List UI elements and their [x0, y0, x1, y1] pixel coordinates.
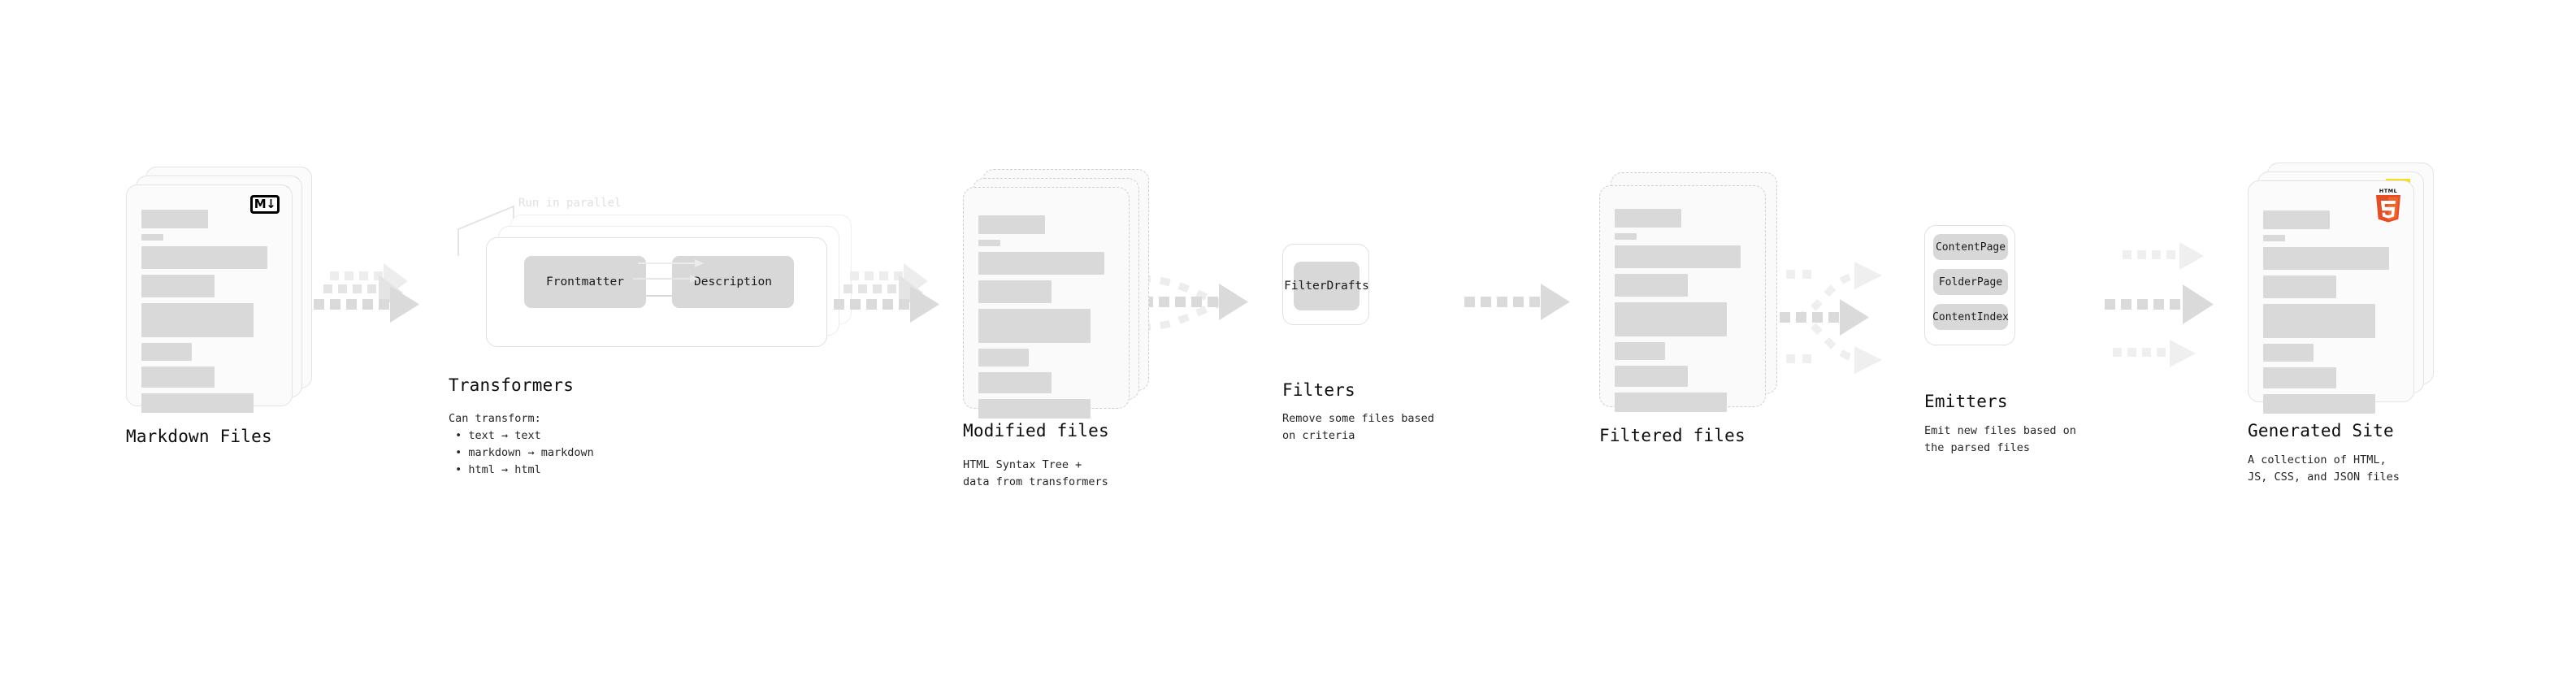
markdown-icon: M↓	[250, 195, 280, 214]
doc-bar	[978, 252, 1104, 275]
doc-bar	[978, 240, 1000, 246]
page-title: Transformers	[449, 375, 575, 395]
document-card-front: HTML	[2248, 180, 2414, 414]
stage-markdown-files: M↓ M↓ M↓	[126, 167, 313, 413]
stage-modified-files	[963, 169, 1150, 419]
doc-bar	[2263, 247, 2389, 270]
modified-file-stack	[963, 169, 1150, 419]
doc-bar	[1615, 342, 1665, 360]
doc-bar	[2263, 394, 2375, 414]
document-card-front	[963, 187, 1130, 419]
stage-subtitle: A collection of HTML, JS, CSS, and JSON …	[2248, 453, 2400, 484]
flow-arrow-2	[834, 263, 939, 323]
document-card-front: M↓	[126, 184, 293, 413]
doc-bar	[2263, 210, 2330, 229]
transformer-inner-arrows	[627, 259, 704, 300]
stage-subtitle: Remove some files based on criteria	[1282, 412, 1434, 442]
markdown-file-stack: M↓ M↓ M↓	[126, 167, 313, 413]
doc-bar	[2263, 367, 2336, 388]
doc-bar	[2263, 304, 2375, 338]
stage-filtered-files	[1599, 172, 1786, 416]
doc-bar	[141, 246, 267, 269]
doc-bar	[141, 275, 215, 297]
document-body-placeholder	[2263, 210, 2399, 419]
doc-bar	[978, 215, 1045, 234]
doc-bar	[2263, 344, 2314, 362]
emitter-node-contentindex[interactable]: ContentIndex	[1932, 304, 2009, 330]
doc-bar	[141, 367, 215, 388]
doc-bar	[2263, 235, 2285, 241]
flow-arrow-3-merge	[1140, 275, 1248, 332]
doc-bar	[978, 399, 1091, 419]
html5-badge-label: HTML	[2379, 188, 2398, 194]
document-body-placeholder	[141, 210, 277, 419]
document-card-front	[1599, 185, 1766, 412]
emitters-group-box: ContentPage FolderPage ContentIndex	[1924, 225, 2015, 345]
stage-filters: FilterDrafts	[1282, 244, 1369, 325]
flow-arrow-6-triple	[2105, 242, 2214, 367]
stage-transformers: Run in parallel Frontmatter Description	[447, 195, 870, 390]
emitter-node-contentpage[interactable]: ContentPage	[1933, 234, 2008, 260]
doc-bar	[141, 303, 254, 337]
generated-file-stack: CSS HTML	[2248, 163, 2443, 414]
doc-bar	[1615, 366, 1688, 387]
doc-bar	[141, 234, 163, 241]
stage-subtitle: Emit new files based on the parsed files	[1924, 424, 2076, 454]
emitter-node-folderpage[interactable]: FolderPage	[1933, 269, 2008, 295]
document-body-placeholder	[978, 215, 1114, 424]
transformer-group-front: Frontmatter Description	[486, 237, 827, 347]
doc-bar	[1615, 302, 1727, 336]
doc-bar	[978, 372, 1052, 393]
doc-bar	[2263, 275, 2336, 298]
page-title: Filtered files	[1599, 426, 1746, 445]
run-in-parallel-bracket	[458, 205, 514, 256]
page-title: Filters	[1282, 380, 1355, 400]
stage-subtitle: HTML Syntax Tree + data from transformer…	[963, 458, 1108, 488]
doc-bar	[978, 280, 1052, 303]
filter-node-filterdrafts[interactable]: FilterDrafts	[1284, 262, 1369, 310]
document-body-placeholder	[1615, 209, 1750, 418]
html5-badge: HTML	[2374, 188, 2402, 223]
doc-bar	[141, 393, 254, 413]
filters-group-box: FilterDrafts	[1282, 244, 1369, 325]
doc-bar	[1615, 393, 1727, 412]
markdown-badge-label: M↓	[250, 195, 280, 214]
transformer-node-description[interactable]: Description	[672, 256, 794, 308]
page-title: Modified files	[963, 421, 1109, 440]
page-title: Emitters	[1924, 392, 2008, 411]
html5-icon: HTML	[2374, 188, 2402, 223]
doc-bar	[1615, 245, 1741, 268]
stage-emitters: ContentPage FolderPage ContentIndex	[1924, 225, 2015, 345]
run-in-parallel-note: Run in parallel	[518, 197, 622, 210]
doc-bar	[978, 309, 1091, 343]
doc-bar	[1615, 274, 1688, 297]
flow-arrow-1	[314, 263, 419, 323]
page-title: Markdown Files	[126, 427, 272, 446]
flow-arrow-5-split	[1763, 262, 1882, 374]
doc-bar	[1615, 209, 1681, 228]
flow-arrow-4	[1464, 284, 1570, 320]
stage-generated-site: CSS HTML	[2248, 163, 2443, 414]
doc-bar	[1615, 233, 1637, 240]
doc-bar	[141, 210, 208, 228]
transformer-node-frontmatter[interactable]: Frontmatter	[524, 256, 646, 308]
page-title: Generated Site	[2248, 421, 2394, 440]
stage-subtitle: Can transform: • text → text • markdown …	[449, 412, 594, 476]
doc-bar	[978, 349, 1029, 367]
filtered-file-stack	[1599, 172, 1786, 416]
doc-bar	[141, 343, 192, 361]
